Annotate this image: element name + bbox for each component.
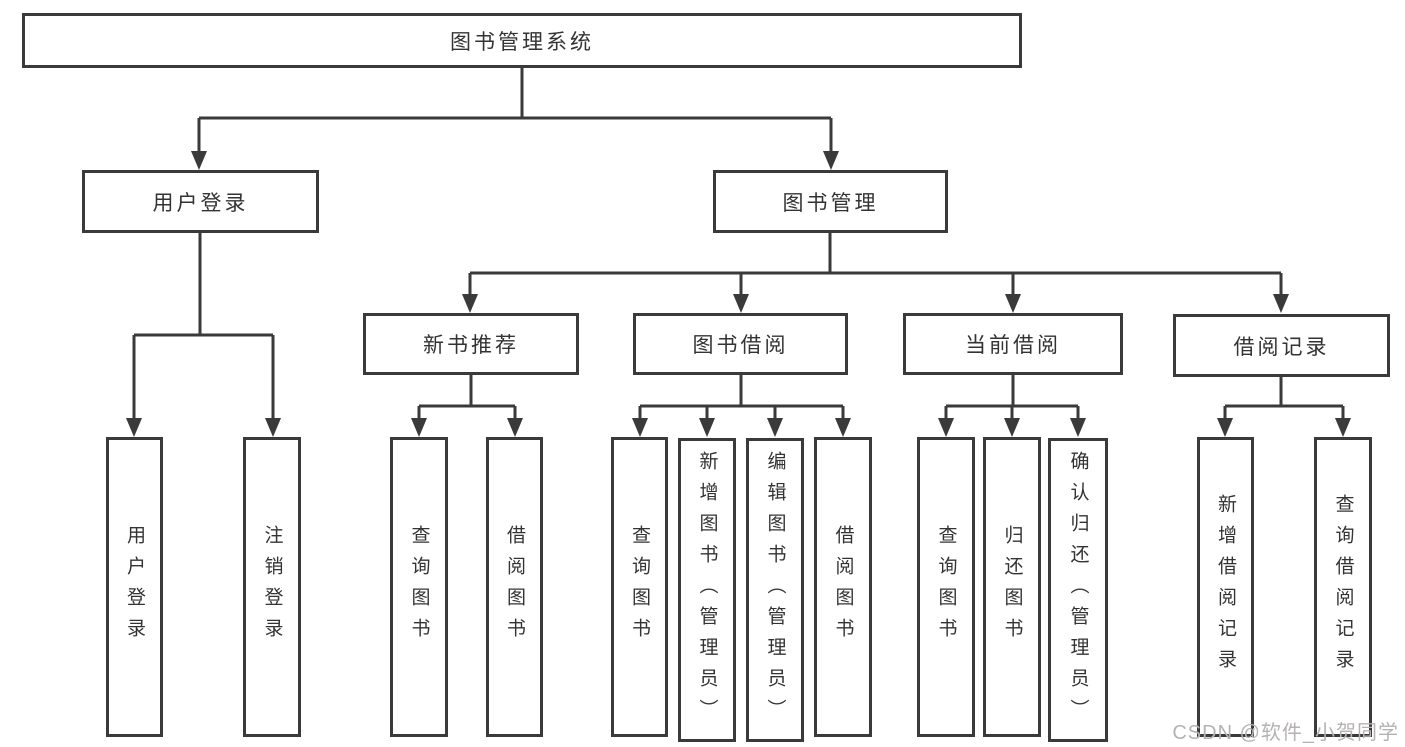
node-borrow-record: 借阅记录 — [1173, 314, 1390, 377]
connector-borrow-record-children — [1217, 377, 1351, 437]
arrow-down-icon — [835, 418, 851, 437]
arrow-down-icon — [699, 418, 715, 437]
arrow-down-icon — [938, 418, 954, 437]
arrow-down-icon — [1005, 294, 1021, 313]
node-root-system: 图书管理系统 — [22, 13, 1022, 68]
arrow-down-icon — [632, 418, 648, 437]
arrow-down-icon — [1335, 418, 1351, 437]
connector-user-login-children — [126, 233, 281, 437]
arrow-down-icon — [126, 418, 142, 437]
node-book-borrow: 图书借阅 — [633, 313, 848, 375]
connector-current-borrow-children — [938, 375, 1086, 437]
arrow-down-icon — [1004, 418, 1020, 437]
leaf-logout: 注销登录 — [243, 437, 301, 737]
arrow-down-icon — [462, 294, 478, 313]
connector-new-book-children — [411, 375, 523, 437]
leaf-confirm-return-admin: 确认归还（管理员） — [1048, 438, 1108, 742]
arrow-down-icon — [191, 151, 207, 170]
connector-book-management-children — [462, 233, 1289, 313]
node-user-login: 用户登录 — [82, 170, 319, 233]
leaf-user-login: 用户登录 — [106, 437, 163, 737]
leaf-add-books-admin: 新增图书（管理员） — [678, 438, 736, 742]
leaf-borrow-books: 借阅图书 — [814, 437, 872, 737]
arrow-down-icon — [733, 294, 749, 313]
leaf-query-books-current: 查询图书 — [917, 437, 975, 737]
leaf-borrow-books-recommend: 借阅图书 — [486, 437, 543, 737]
leaf-add-borrow-record: 新增借阅记录 — [1197, 437, 1254, 737]
watermark: CSDN @软件_小贺同学 — [1172, 722, 1399, 744]
arrow-down-icon — [1217, 418, 1233, 437]
arrow-down-icon — [265, 418, 281, 437]
connector-book-borrow-children — [632, 375, 851, 437]
leaf-return-books: 归还图书 — [983, 437, 1041, 737]
leaf-query-books-recommend: 查询图书 — [390, 437, 448, 737]
arrow-down-icon — [411, 418, 427, 437]
leaf-edit-books-admin: 编辑图书（管理员） — [746, 438, 804, 742]
arrow-down-icon — [823, 151, 839, 170]
node-current-borrow: 当前借阅 — [903, 313, 1123, 375]
arrow-down-icon — [767, 418, 783, 437]
arrow-down-icon — [507, 418, 523, 437]
arrow-down-icon — [1273, 294, 1289, 313]
leaf-query-borrow-record: 查询借阅记录 — [1314, 437, 1372, 737]
arrow-down-icon — [1070, 418, 1086, 437]
node-book-management: 图书管理 — [713, 170, 948, 233]
connector-root-to-level2 — [191, 68, 839, 170]
node-new-book-recommend: 新书推荐 — [363, 313, 579, 375]
leaf-query-books-borrow: 查询图书 — [611, 437, 668, 737]
